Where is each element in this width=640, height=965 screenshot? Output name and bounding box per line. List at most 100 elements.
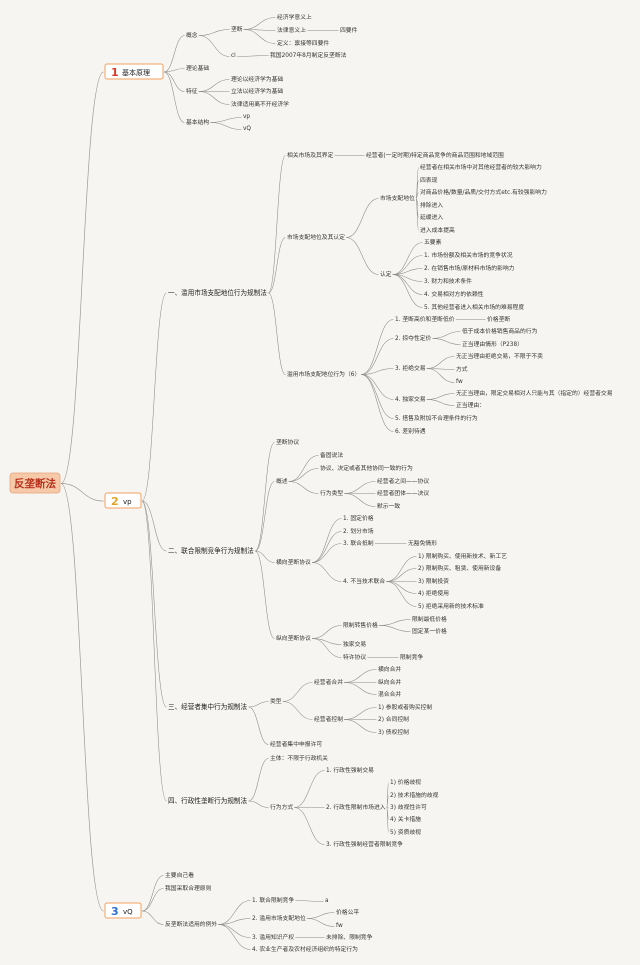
node-l4: 4. 独家交易	[395, 395, 426, 403]
node-f2s-3: 4) 关卡措施	[390, 815, 421, 823]
node-lilun: 理论基础	[186, 64, 209, 72]
connector-node-hx4-to-node-js-0	[386, 556, 417, 582]
connector-node-hx4-to-node-js-4	[386, 581, 417, 607]
node-xy: 协议、决定或者其他协同一致的行为	[320, 464, 413, 472]
connector-node-lw-to-node-e2	[218, 918, 251, 925]
node-lx2: 经营者团体——决议	[377, 489, 429, 497]
node-f2s-2: 3) 歧视性许可	[390, 803, 427, 811]
node-rd-4: 4. 交易相对方的依赖性	[424, 290, 484, 298]
connector-node-tezheng-to-node-tz3	[198, 91, 230, 105]
node-l4a: 无正当理由，限定交易相对人只能与其（指定的）经营者交易	[456, 389, 613, 397]
node-rd-1: 1. 市场份额及相关市场的竞争状况	[424, 251, 513, 259]
connector-node-e2-to-node-e2a	[306, 912, 335, 919]
node-jiben: 基本结构	[186, 118, 209, 126]
node-l6: 6. 差别待遇	[395, 427, 426, 435]
connector-node-lw-to-node-e3	[218, 924, 251, 938]
section-4-title: 四、行政性垄断行为规制法	[168, 796, 248, 805]
node-js-3: 4) 拒绝使用	[418, 589, 449, 597]
connector-branch-2-box-to-section-2-title	[141, 500, 167, 552]
root-node-box[interactable]	[9, 472, 61, 494]
node-zy: 主要自己看	[165, 871, 194, 879]
node-l3a: 无正当理由拒绝交易，不限于不卖	[456, 352, 543, 360]
connector-node-xzzs-to-node-xz1	[378, 619, 411, 626]
connector-root-node-box-to-branch-3-box	[60, 483, 104, 912]
node-hx2: 2. 划分市场	[343, 527, 374, 535]
node-rd-3: 3. 财力和技术条件	[424, 277, 472, 285]
connector-node-gs-to-node-xwlx	[288, 481, 319, 494]
node-xzzs: 限制转售价格	[343, 621, 378, 629]
node-jjx: 经济学意义上	[277, 13, 312, 21]
node-f2s-1: 2) 技术措施的歧视	[390, 791, 439, 799]
node-zp-5: 进入成本提高	[420, 226, 455, 234]
connector-node-xwfs-to-node-f3	[294, 807, 325, 845]
node-rd-2: 2. 在销售市场/原材料市场的影响力	[424, 264, 515, 272]
connector-branch-3-box-to-node-zy	[141, 875, 164, 912]
connector-branch-1-box-to-node-gainian	[163, 35, 185, 73]
connector-branch-1-box-to-node-tezheng	[163, 71, 185, 92]
node-kz-2: 3) 债权控制	[378, 728, 409, 736]
connector-node-lxing-to-node-jyhb	[282, 682, 313, 702]
branch-2-label: vp	[123, 498, 132, 506]
node-xg: 相关市场及其界定	[287, 151, 334, 159]
connector-node-l4-to-node-l4b	[426, 399, 455, 406]
connector-node-sczp-to-node-zp-0	[415, 167, 419, 199]
connector-node-lyxw-to-node-l6	[361, 374, 394, 432]
connector-node-rd-to-node-rd-5	[392, 274, 423, 308]
node-e2a: 价格公平	[336, 908, 359, 916]
connector-node-longduan-to-node-jjx	[243, 17, 276, 30]
node-l4b: 正当理由：	[456, 401, 485, 409]
node-zpdw: 市场支配地位及其认定	[287, 233, 345, 241]
connector-node-hx-to-node-hx4	[311, 562, 342, 582]
node-e1: 1. 联合限制竞争	[252, 896, 294, 904]
branch-3-box[interactable]	[104, 902, 142, 919]
node-djjy: 独家交易	[343, 640, 366, 648]
connector-node-rd-to-node-rd-2	[392, 268, 423, 275]
node-hb-1: 纵向合并	[378, 678, 401, 686]
root-node-title: 反垄断法	[14, 477, 56, 490]
connector-node-rd-to-node-rd-0	[392, 242, 423, 275]
node-l3: 3. 拒绝交易	[395, 364, 426, 372]
node-e2b: fw	[336, 923, 343, 929]
node-lx3: 默示一致	[377, 502, 400, 510]
node-xwfs: 行为方式	[270, 803, 293, 811]
node-vp: vp	[243, 114, 250, 120]
connector-branch-2-box-to-section-3-title	[141, 500, 167, 708]
connector-node-ci-to-node-woguo	[237, 55, 269, 57]
connector-node-rd-to-node-rd-1	[392, 255, 423, 275]
branch-2-box[interactable]	[104, 492, 142, 509]
node-e3a: 未排除、限制竞争	[326, 933, 373, 941]
connector-node-sczp-to-node-zp-5	[415, 198, 419, 231]
connector-section-2-title-to-node-hx	[255, 550, 275, 563]
node-jykz: 经营者控制	[314, 715, 343, 723]
node-e1a: a	[325, 898, 329, 904]
node-hx3a: 无豁免情形	[408, 539, 437, 547]
node-hx: 横向垄断协议	[276, 558, 311, 566]
connector-node-xwfs-to-node-f1	[294, 770, 325, 808]
node-xwlx: 行为类型	[320, 489, 343, 497]
connector-node-tezheng-to-node-tz1	[198, 79, 230, 92]
node-f3: 3. 行政性强制经营者限制竞争	[326, 840, 403, 848]
node-zp-4: 延缓进入	[420, 213, 443, 221]
node-gainian: 概念	[186, 31, 198, 39]
connector-node-e1-to-node-e1a	[295, 900, 324, 902]
node-lyxw: 滥用市场支配地位行为（6）	[287, 370, 360, 378]
branch-1-box[interactable]	[104, 63, 164, 80]
node-rd-5: 5. 其他经营者进入相关市场的难易程度	[424, 303, 524, 311]
connector-node-gainian-to-node-ci	[198, 35, 230, 57]
connector-section-2-title-to-node-ldxy	[254, 442, 275, 552]
node-js-1: 2) 限制购买、租赁、使用新设备	[418, 564, 501, 572]
node-l1a: 价格垄断	[487, 315, 510, 323]
node-sys: 四要件	[340, 26, 358, 34]
connector-section-1-title-to-node-zpdw	[268, 237, 286, 294]
node-hx1: 1. 固定价格	[343, 514, 374, 522]
node-sczp: 市场支配地位	[380, 194, 415, 202]
node-l2: 2. 掠夺性定价	[395, 334, 432, 342]
connector-node-hx4-to-node-js-1	[386, 568, 417, 582]
node-zp-3: 排除进入	[420, 201, 443, 209]
branch-1-label: 基本原理	[122, 68, 150, 77]
connector-section-3-title-to-node-lxing	[248, 701, 269, 708]
node-rd: 认定	[380, 270, 392, 278]
connector-node-lyxw-to-node-l5	[361, 374, 394, 419]
node-lxing: 类型	[270, 697, 282, 705]
